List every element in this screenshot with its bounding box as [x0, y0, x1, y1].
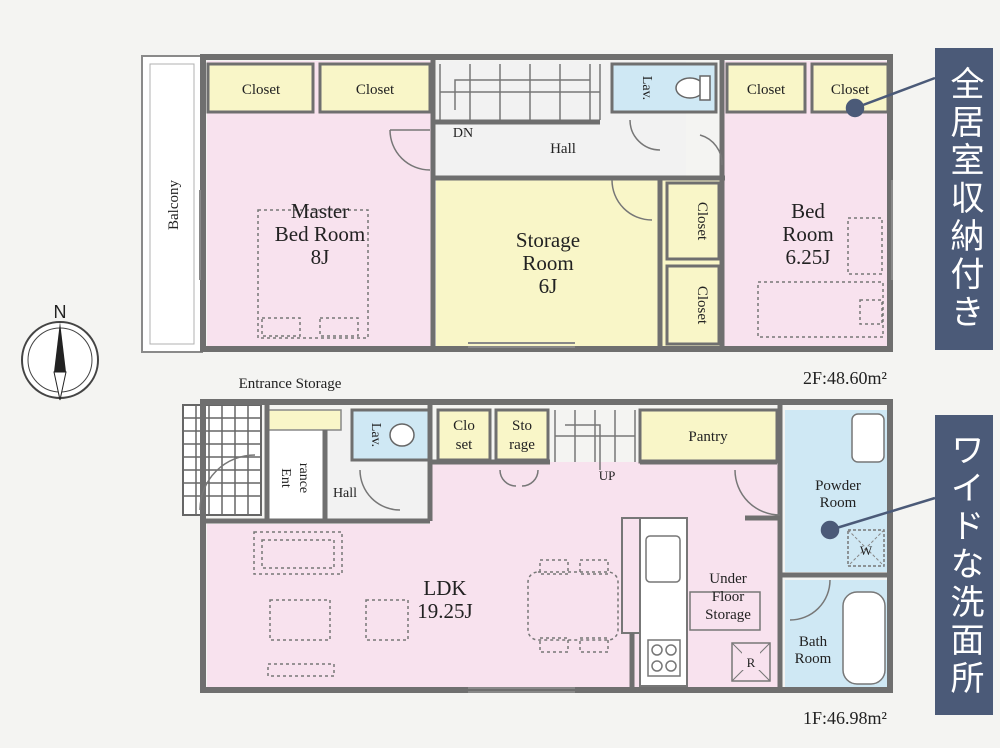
master-label-2: Bed Room: [275, 222, 365, 246]
bathtub-icon: [842, 591, 886, 685]
storage-label-1: Storage: [516, 228, 580, 252]
washer-label: W: [860, 543, 873, 558]
closet-label-v1: Closet: [694, 202, 710, 241]
under-floor-label-2: Floor: [712, 589, 745, 605]
compass-label: N: [54, 302, 67, 322]
closet-label-3: Closet: [747, 82, 786, 98]
fridge-space: [731, 642, 771, 682]
master-size: 8J: [311, 245, 330, 269]
fridge-label: R: [747, 655, 756, 670]
entrance-storage-label: Entrance Storage: [239, 376, 342, 392]
closet-vertical-2: [665, 264, 721, 346]
powder-label-2: Room: [820, 495, 857, 511]
feature-banner-bottom-text: ワイドな洗面所: [944, 432, 984, 698]
feature-banner-bottom: ワイドな洗面所: [935, 415, 993, 715]
lav-1f-label: Lav.: [368, 423, 383, 447]
washer-space: [847, 529, 885, 567]
closet-1f-label-1: Clo: [453, 418, 475, 434]
under-floor-storage: [689, 591, 761, 631]
callout-dot-top: [845, 98, 865, 118]
floor-2: Closet Closet Closet Closet Closet Close…: [141, 54, 893, 388]
closet-bed-1: [725, 62, 807, 114]
vanity-icon: [851, 413, 885, 463]
up-label: UP: [599, 468, 616, 483]
bed-size: 6.25J: [786, 245, 831, 269]
ldk-label: LDK: [423, 576, 466, 600]
closet-1f-label-2: set: [456, 437, 473, 453]
floor1-area: 1F:46.98m²: [803, 708, 887, 728]
storage-1f-label-1: Sto: [512, 418, 532, 434]
bath-label-1: Bath: [799, 634, 828, 650]
ldk-size: 19.25J: [417, 599, 472, 623]
entrance-label-1: Ent: [278, 468, 293, 488]
sink-icon: [645, 535, 681, 583]
balcony-label: Balcony: [166, 180, 182, 230]
storage-1f: [494, 408, 550, 462]
entrance-label-2: rance: [296, 463, 311, 493]
dn-label: DN: [453, 126, 473, 141]
bath-label-2: Room: [795, 651, 832, 667]
hall-1f-label: Hall: [333, 486, 357, 501]
closet-label-v2: Closet: [694, 286, 710, 325]
lav-2f-label: Lav.: [639, 76, 654, 100]
floor-1: Entrance Storage Ent rance Hall Lav. Clo…: [182, 376, 893, 728]
walls-2f: [200, 54, 893, 352]
hall-2f-label: Hall: [550, 141, 576, 157]
closet-label-4: Closet: [831, 82, 870, 98]
stairs-1f: [554, 410, 636, 470]
master-label-1: Master: [291, 199, 349, 223]
stairs-2f: [439, 64, 601, 120]
stove-icon: [647, 639, 681, 677]
storage-1f-label-2: rage: [509, 437, 535, 453]
closet-vertical-1: [665, 181, 721, 261]
compass: N: [21, 302, 99, 401]
under-floor-label-3: Storage: [705, 607, 751, 623]
balcony: [141, 55, 203, 353]
walls-1f: [200, 399, 893, 693]
under-floor-label-1: Under: [709, 571, 747, 587]
floor2-area: 2F:48.60m²: [803, 368, 887, 388]
callout-dot-bottom: [820, 520, 840, 540]
storage-size: 6J: [539, 274, 558, 298]
storage-label-2: Room: [522, 251, 573, 275]
closet-label-1: Closet: [242, 82, 281, 98]
compass-needle-icon: [54, 322, 66, 372]
closet-master-2: [318, 62, 432, 114]
lavatory-2f: [610, 62, 718, 114]
closet-master-1: [206, 62, 315, 114]
storage-room: [436, 180, 658, 346]
feature-banner-top-text: 全居室収納付き: [944, 66, 984, 332]
bed-label-1: Bed: [791, 199, 825, 223]
closet-1f: [436, 408, 492, 462]
bed-label-2: Room: [782, 222, 833, 246]
entrance-storage: [266, 409, 342, 431]
closet-label-2: Closet: [356, 82, 395, 98]
feature-banner-top: 全居室収納付き: [935, 48, 993, 350]
powder-label-1: Powder: [815, 478, 861, 494]
pantry-label: Pantry: [688, 429, 728, 445]
